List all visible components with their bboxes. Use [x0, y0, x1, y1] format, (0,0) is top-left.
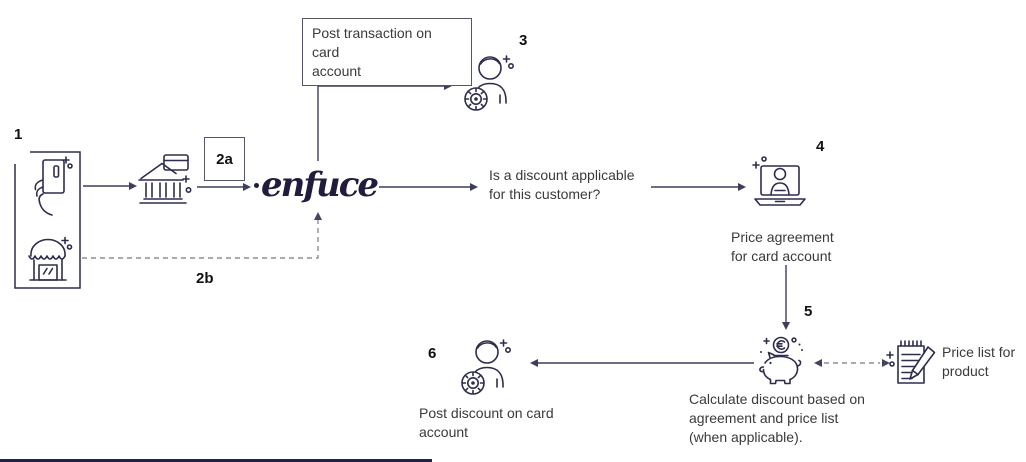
step-number-3: 3	[519, 32, 528, 49]
hand-holding-card-icon	[27, 154, 73, 225]
price-list-text: Price list for product	[942, 344, 1016, 379]
storefront-icon	[25, 235, 73, 292]
step-2a-box: 2a	[204, 137, 245, 181]
step-number-6: 6	[428, 345, 437, 362]
step-number-2a: 2a	[216, 150, 233, 168]
person-gear-icon	[458, 334, 514, 403]
person-gear-icon	[461, 50, 517, 119]
post-transaction-note-box: Post transaction on card account	[302, 18, 472, 87]
step-number-1: 1	[14, 126, 23, 143]
step-number-2b: 2b	[196, 270, 214, 287]
piggy-bank-coin-icon	[749, 333, 813, 400]
laptop-person-icon	[747, 152, 811, 221]
discount-question-text: Is a discount applicable for this custom…	[489, 167, 635, 202]
post-discount-text: Post discount on card account	[419, 405, 554, 440]
notepad-pencil-icon	[884, 336, 940, 397]
enfuce-logo: enfuce	[261, 165, 379, 205]
bottom-edge-bar	[0, 459, 432, 462]
price-agreement-text: Price agreement for card account	[731, 229, 834, 264]
logo-dot	[254, 183, 259, 188]
step-number-4: 4	[816, 138, 825, 155]
step-number-5: 5	[804, 303, 813, 320]
calculate-discount-text: Calculate discount based on agreement an…	[689, 391, 865, 445]
bank-icon	[134, 152, 194, 219]
